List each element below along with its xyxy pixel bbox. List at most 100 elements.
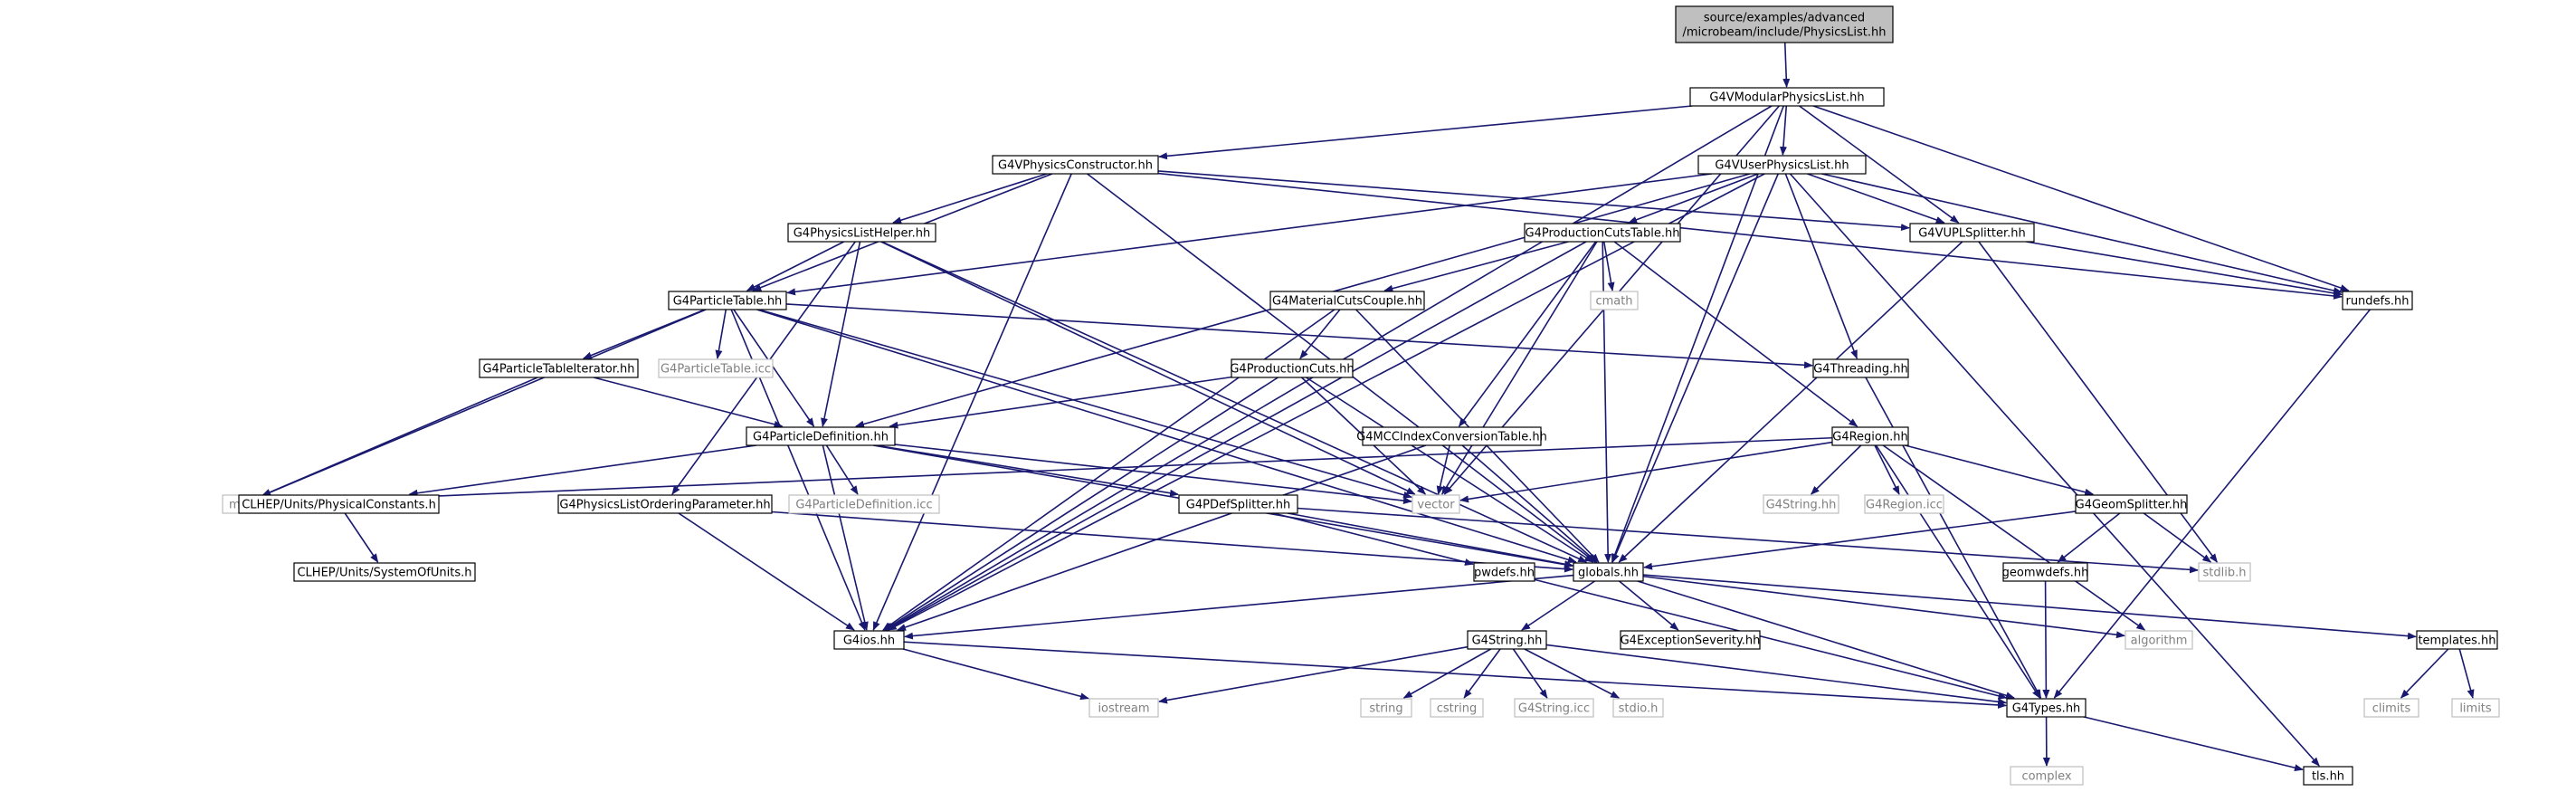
edge-g4vmodular-to-rundefs (1812, 105, 2350, 291)
node-clhep-sou[interactable]: CLHEP/Units/SystemOfUnits.h (293, 562, 476, 582)
node-g4plhelper[interactable]: G4PhysicsListHelper.hh (787, 223, 936, 243)
node-g4particledef[interactable]: G4ParticleDefinition.hh (746, 426, 896, 446)
edge-g4particledef-to-g4ios (822, 444, 869, 631)
edge-g4geomsplitter-to-globals (1643, 511, 2077, 570)
node-label: G4ParticleTable.icc (661, 363, 771, 377)
node-box (1763, 494, 1839, 514)
node-g4threading[interactable]: G4Threading.hh (1812, 358, 1909, 378)
node-templates[interactable]: templates.hh (2416, 630, 2498, 650)
node-box (1675, 5, 1894, 43)
edge-g4plordering-to-globals (771, 511, 1573, 573)
node-g4vphysconstr[interactable]: G4VPhysicsConstructor.hh (992, 155, 1159, 175)
edge-g4prodcutstable-to-cmath (1602, 241, 1615, 291)
edge-g4mccindex-to-g4ios (897, 444, 1427, 631)
node-box (2075, 494, 2188, 514)
node-label: stdio.h (1619, 702, 1659, 716)
node-box (788, 494, 940, 514)
node-root[interactable]: source/examples/advanced/microbeam/inclu… (1675, 5, 1894, 43)
edge-g4particledef-to-g4pdefsplitter (876, 444, 1179, 497)
node-label: G4String.hh (1766, 499, 1837, 512)
node-label: limits (2459, 702, 2492, 716)
edge-g4region-to-g4types (1875, 444, 2041, 699)
node-clhep-phys[interactable]: CLHEP/Units/PhysicalConstants.h (238, 494, 440, 514)
node-cstring: cstring (1430, 698, 1484, 718)
node-box (1812, 358, 1909, 378)
edge-globals-to-g4string (1521, 580, 1596, 631)
node-label: G4ExceptionSeverity.hh (1621, 635, 1761, 648)
node-stdio: stdio.h (1612, 698, 1664, 718)
edge-g4particletable-to-vector (758, 309, 1412, 499)
node-label: /microbeam/include/PhysicsList.hh (1683, 26, 1887, 40)
node-g4types[interactable]: G4Types.hh (2006, 698, 2086, 718)
edge-g4plhelper-to-g4particledef (821, 241, 861, 427)
node-box (787, 223, 936, 243)
node-tls[interactable]: tls.hh (2303, 766, 2353, 786)
edge-geomwdefs-to-g4types (2042, 580, 2050, 699)
edge-g4prodcutstable-to-vector (1441, 241, 1598, 495)
node-g4excseverity[interactable]: G4ExceptionSeverity.hh (1620, 630, 1761, 650)
node-label: G4ParticleTableIterator.hh (482, 363, 634, 377)
node-g4ptiterator[interactable]: G4ParticleTableIterator.hh (479, 358, 639, 378)
node-label: cstring (1437, 702, 1477, 716)
node-pwdefs[interactable]: pwdefs.hh (1473, 562, 1535, 582)
node-label: string (1369, 702, 1402, 716)
node-rundefs[interactable]: rundefs.hh (2342, 291, 2413, 310)
node-label: G4MCCIndexConversionTable.hh (1356, 431, 1547, 444)
node-box (1430, 698, 1484, 718)
node-label: G4ProductionCutsTable.hh (1526, 227, 1680, 241)
node-g4region-icc: G4Region.icc (1864, 494, 1944, 514)
node-box (1231, 358, 1354, 378)
node-label: G4VUPLSplitter.hh (1918, 227, 2026, 241)
node-box (2451, 698, 2500, 718)
edge-g4mccindex-to-vector (1436, 444, 1450, 495)
node-label: G4String.icc (1518, 702, 1590, 716)
node-g4ios[interactable]: G4ios.hh (833, 630, 905, 650)
node-g4string[interactable]: G4String.hh (1467, 630, 1547, 650)
edge-g4pdefsplitter-to-stdlib (1297, 507, 2199, 574)
node-g4pdefsplitter[interactable]: G4PDefSplitter.hh (1178, 494, 1298, 514)
node-box (1697, 155, 1867, 175)
node-geomwdefs[interactable]: geomwdefs.hh (2002, 562, 2089, 582)
node-box (2006, 698, 2086, 718)
node-box (1473, 562, 1535, 582)
edge-g4vphysconstr-to-g4vuplsplitter (1157, 170, 1910, 232)
edge-g4string-to-string (1402, 648, 1492, 699)
edge-g4vuser-to-g4particletable (786, 173, 1712, 296)
node-g4vuser[interactable]: G4VUserPhysicsList.hh (1697, 155, 1867, 175)
node-label: CLHEP/Units/PhysicalConstants.h (242, 499, 436, 512)
node-box (833, 630, 905, 650)
node-vector: vector (1412, 494, 1460, 514)
node-label: iostream (1098, 702, 1149, 716)
node-g4prodcuts[interactable]: G4ProductionCuts.hh (1230, 358, 1355, 378)
edge-g4particledef-to-clhep-phys (408, 444, 757, 497)
node-label: globals.hh (1578, 567, 1639, 580)
node-label: pwdefs.hh (1474, 567, 1535, 580)
node-g4plordering[interactable]: G4PhysicsListOrderingParameter.hh (557, 494, 773, 514)
node-g4matcutscouple[interactable]: G4MaterialCutsCouple.hh (1269, 291, 1425, 310)
node-box (1864, 494, 1944, 514)
node-box (1573, 562, 1644, 582)
node-label: templates.hh (2418, 635, 2495, 648)
node-g4geomsplitter[interactable]: G4GeomSplitter.hh (2075, 494, 2188, 514)
edge-globals-to-g4types (1637, 580, 2015, 700)
edge-g4vphysconstr-to-g4ios (872, 173, 1072, 631)
node-g4ptable-icc: G4ParticleTable.icc (658, 358, 774, 378)
node-g4vuplsplitter[interactable]: G4VUPLSplitter.hh (1909, 223, 2035, 243)
node-g4mccindex[interactable]: G4MCCIndexConversionTable.hh (1356, 426, 1547, 446)
edge-g4vuser-to-g4prodcutstable (1628, 173, 1759, 224)
node-globals[interactable]: globals.hh (1573, 562, 1644, 582)
node-label: G4MaterialCutsCouple.hh (1272, 295, 1422, 309)
node-label: G4ProductionCuts.hh (1230, 363, 1354, 377)
node-box (746, 426, 896, 446)
node-g4vmodular[interactable]: G4VModularPhysicsList.hh (1689, 87, 1885, 107)
edge-g4plordering-to-g4ios (678, 512, 855, 631)
node-stdlib: stdlib.h (2198, 562, 2251, 582)
node-g4prodcutstable[interactable]: G4ProductionCutsTable.hh (1524, 223, 1681, 243)
edge-g4prodcutstable-to-g4ios (886, 241, 1587, 631)
edge-g4string-to-iostream (1158, 645, 1469, 704)
edge-g4particledef-to-vector (894, 444, 1412, 505)
edge-g4string-to-stdio (1524, 648, 1621, 699)
node-g4region[interactable]: G4Region.hh (1831, 426, 1909, 446)
node-g4particletable[interactable]: G4ParticleTable.hh (668, 291, 787, 310)
node-box (1362, 426, 1542, 446)
